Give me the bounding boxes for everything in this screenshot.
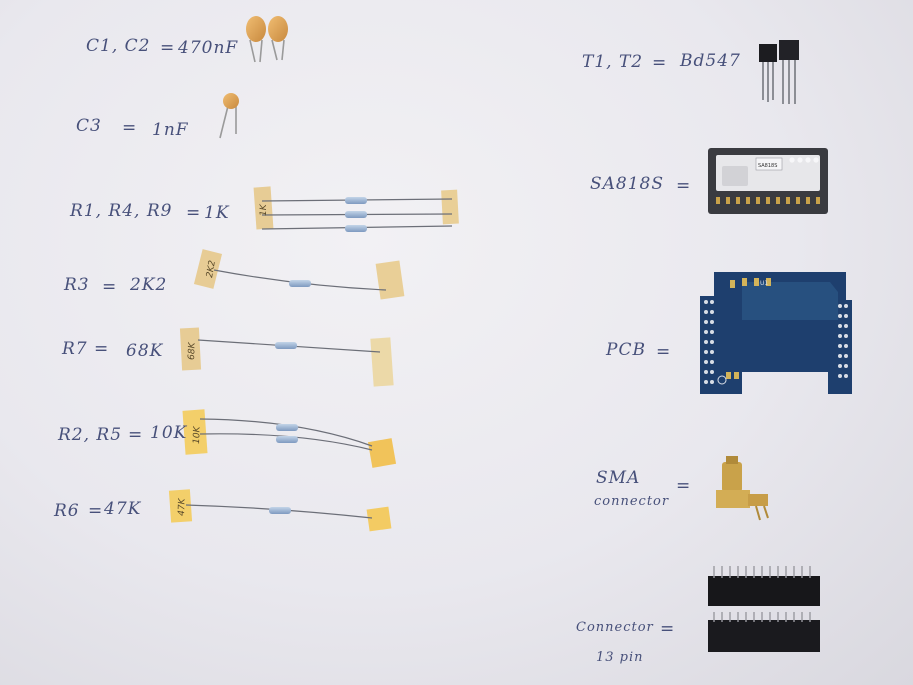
label-r7: R7 = (62, 339, 110, 359)
label-r1-r4-r9-equals: = (186, 203, 202, 223)
label-r2-r5-equals: = (128, 425, 144, 445)
sa818s-module-image (708, 148, 828, 214)
label-pcb: PCB (606, 340, 646, 360)
sa818s-brand-text: SA818S (758, 163, 777, 169)
capacitor-c1-c2-image (246, 16, 288, 63)
resistors-r2-r5-image (182, 409, 397, 468)
header-connectors-image (708, 566, 820, 652)
label-sa818s-equals: = (676, 176, 692, 196)
label-r3: R3 (64, 275, 90, 295)
tape-label-r2-r5: 10K (192, 425, 203, 444)
capacitor-c3-image (219, 93, 239, 139)
label-r3-value: 2K2 (130, 275, 168, 295)
label-t1-t2: T1, T2 (582, 52, 644, 72)
label-c1-c2: C1, C2 (86, 36, 151, 56)
label-sma-equals: = (676, 476, 692, 496)
label-sma-line2: connector (594, 494, 670, 509)
tape-label-r7: 68K (187, 341, 198, 360)
label-r2-r5-value: 10K (150, 423, 188, 443)
tape-label-r1: 1K (259, 203, 269, 216)
label-t1-t2-equals: = (652, 53, 668, 73)
label-c3: C3 (76, 116, 102, 136)
tape-label-r3: 2K2 (205, 259, 218, 278)
label-r1-r4-r9-value: 1K (204, 203, 230, 223)
resistor-r3-image (193, 249, 405, 300)
label-sma-line1: SMA (596, 468, 641, 488)
label-pcb-equals: = (656, 342, 672, 362)
label-connector-equals: = (660, 619, 676, 639)
label-c3-equals: = (122, 118, 138, 138)
sma-connector-image (716, 456, 769, 521)
label-c1-c2-value: 470nF (178, 38, 239, 58)
label-r6: R6 (54, 501, 80, 521)
resistor-r7-image (179, 327, 394, 387)
resistors-r1-r4-r9-image (253, 186, 459, 232)
label-connector-line2: 13 pin (596, 650, 644, 665)
label-sa818s: SA818S (590, 174, 665, 194)
resistor-r6-image (168, 489, 392, 532)
tape-label-r6: 47K (177, 497, 188, 516)
label-connector-line1: Connector (576, 620, 654, 635)
pcb-ref-text: U1 (760, 280, 768, 287)
label-r2-r5: R2, R5 (58, 425, 123, 445)
label-c3-value: 1nF (152, 120, 189, 140)
label-r6-equals: = (88, 501, 104, 521)
pcb-board-image (700, 272, 852, 394)
label-c1-c2-equals: = (160, 38, 176, 58)
label-r1-r4-r9: R1, R4, R9 (70, 201, 173, 221)
label-t1-t2-value: Bd547 (680, 51, 741, 71)
label-r7-value: 68K (126, 341, 164, 361)
label-r3-equals: = (102, 277, 118, 297)
label-r6-value: 47K (104, 499, 142, 519)
transistors-t1-t2-image (759, 40, 799, 104)
